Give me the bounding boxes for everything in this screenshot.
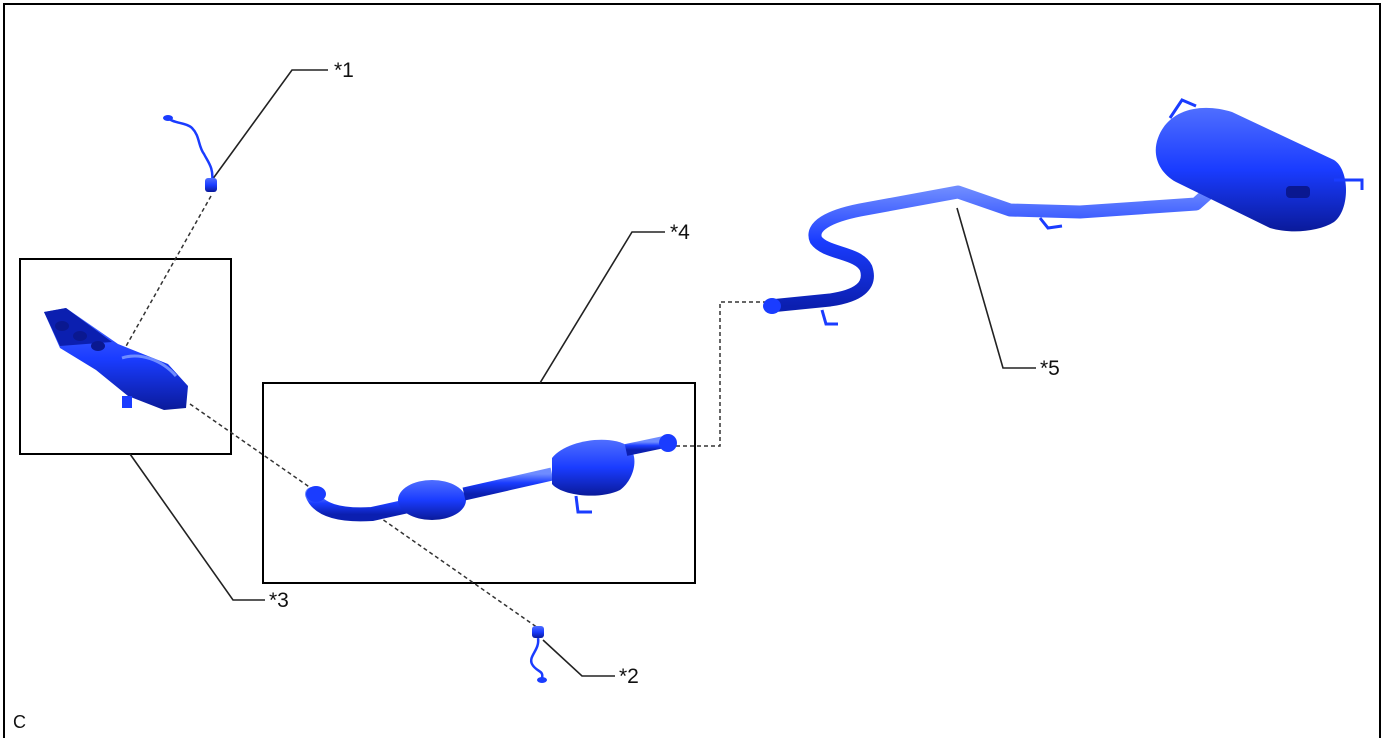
upstream-sensor-icon: [163, 115, 217, 192]
tail-pipe-muffler-icon: [763, 98, 1364, 326]
figure-corner-label: C: [13, 712, 26, 732]
callout-2: *2: [619, 665, 639, 688]
callout-4: *4: [670, 221, 690, 244]
catalytic-converter-icon: [305, 434, 677, 522]
callout-1: *1: [334, 59, 354, 82]
manifold-group-box: [19, 258, 232, 455]
exhaust-manifold-icon: [44, 308, 188, 410]
converter-group-box: [262, 382, 696, 584]
leader-lines: [129, 69, 1036, 677]
assembly-dashed-lines: [124, 195, 770, 629]
callout-3: *3: [269, 589, 289, 612]
diagram-frame: [3, 3, 1381, 738]
downstream-sensor-icon: [529, 626, 547, 683]
callout-5: *5: [1040, 357, 1060, 380]
